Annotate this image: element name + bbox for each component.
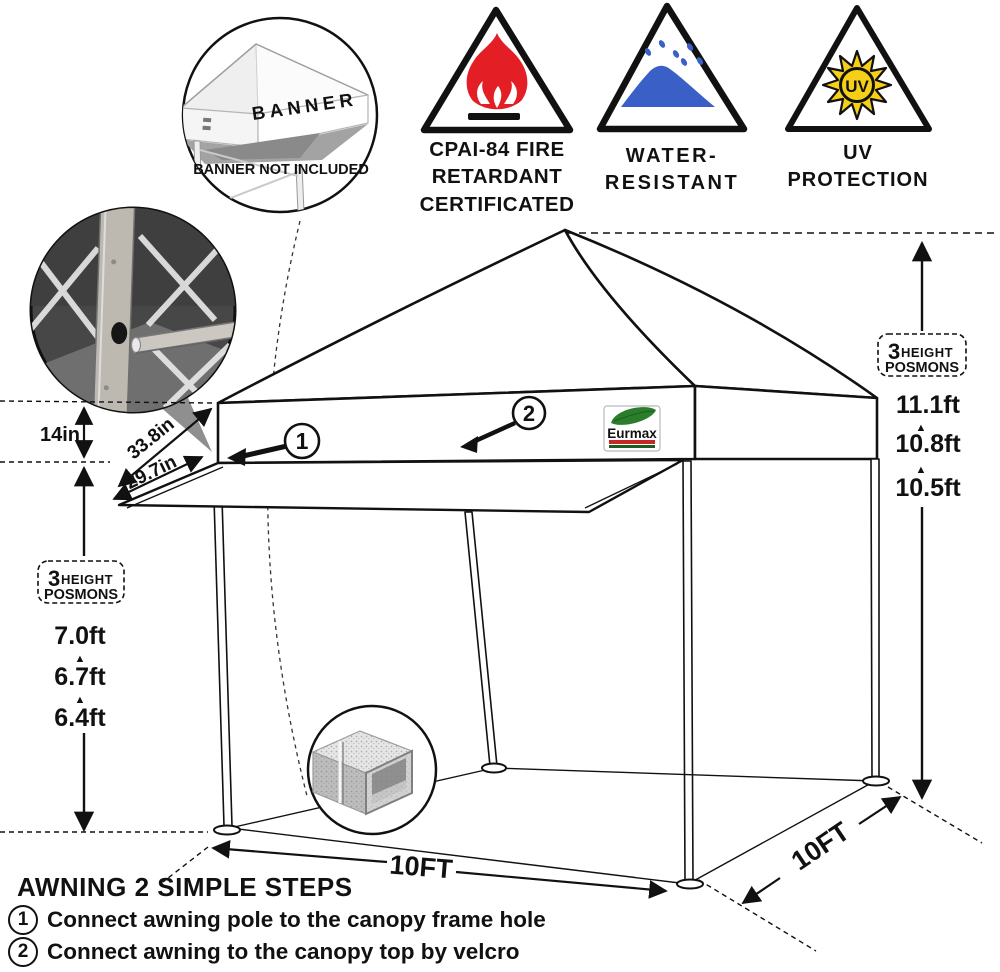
leg-front-right (682, 460, 694, 883)
arrow-29-7in (112, 455, 204, 501)
arrow-width-right (455, 870, 668, 899)
water-mound-icon (621, 65, 715, 107)
banner-inset (181, 16, 379, 214)
banner-note: BANNER NOT INCLUDED (193, 162, 369, 178)
foot-back-left (481, 762, 507, 774)
square-tube-photo (311, 730, 414, 816)
banner-leader-curve (267, 220, 308, 797)
label-14in: 14in (40, 424, 80, 446)
instruction-step-1: 1 Connect awning pole to the canopy fram… (8, 905, 546, 935)
callout-1-num: 1 (296, 428, 309, 454)
callout-circle-2 (511, 395, 547, 431)
step-2-text: Connect awning to the canopy top by velc… (47, 939, 520, 964)
callout-circle-1 (283, 422, 321, 460)
fire-cert-label: CPAI-84 FIRE RETARDANT CERTIFICATED (419, 138, 575, 216)
right-box-line2: POSMONS (885, 360, 959, 376)
left-box-word: HEIGHT (61, 572, 113, 587)
truss-bars (31, 234, 233, 411)
uv-icon-text: UV (845, 77, 869, 96)
right-height-3: 10.5ft (895, 474, 961, 502)
water-resistant-icon (596, 2, 748, 133)
height-positions-right: 3 HEIGHT POSMONS 11.1ft ▲ 10.8ft ▲ 10.5f… (877, 333, 967, 502)
dimension-arrows (73, 240, 933, 905)
left-box-prefix: 3 (48, 566, 60, 591)
up-arrow-glyph: ▲ (916, 422, 927, 434)
height-positions-left: 3 HEIGHT POSMONS 7.0ft ▲ 6.7ft ▲ 6.4ft (37, 560, 125, 732)
up-arrow-glyph: ▲ (75, 653, 86, 665)
left-height-2: 6.7ft (54, 663, 106, 691)
left-height-3: 6.4ft (54, 704, 106, 732)
uv-cert-label: UV PROTECTION (787, 142, 929, 191)
awning-panel (117, 458, 685, 514)
step-1-number: 1 (8, 905, 38, 935)
leg-right (870, 458, 880, 781)
logo-text: Eurmax (607, 426, 657, 441)
eurmax-logo: Eurmax (603, 405, 661, 452)
step-1-text: Connect awning pole to the canopy frame … (47, 907, 546, 932)
up-arrow-glyph: ▲ (916, 464, 927, 476)
velcro-marks (202, 117, 212, 131)
right-height-2: 10.8ft (895, 430, 961, 458)
fire-retardant-icon (420, 6, 574, 134)
valance-right (693, 384, 879, 461)
right-box-word: HEIGHT (901, 345, 953, 360)
tube-inset (306, 704, 438, 836)
instructions-title: AWNING 2 SIMPLE STEPS (17, 872, 353, 902)
foot-right (862, 775, 890, 787)
rain-drops-icon (644, 40, 704, 66)
frame-hole (111, 322, 128, 345)
upright-pole (92, 208, 136, 412)
arrow-depth-left (741, 877, 781, 905)
construction-lines (0, 232, 996, 952)
right-box-prefix: 3 (888, 339, 900, 364)
instruction-step-2: 2 Connect awning to the canopy top by ve… (8, 937, 520, 967)
roof-right-face (563, 228, 879, 400)
right-height-1: 11.1ft (896, 391, 961, 419)
water-cert-label: WATER- RESISTANT (604, 145, 740, 194)
leg-front-left (212, 465, 233, 827)
leg-back-left (464, 511, 498, 767)
frame-hole-inset (29, 206, 237, 414)
canopy-drawing: Eurmax (117, 228, 890, 890)
callout-2-num: 2 (523, 401, 535, 426)
arrow-depth-right (858, 795, 902, 825)
foot-front-right (676, 878, 704, 890)
uv-protection-icon: UV (785, 5, 932, 132)
left-box-line2: POSMONS (44, 587, 118, 603)
awning-edge-right-inner (584, 463, 678, 509)
up-arrow-glyph: ▲ (75, 694, 86, 706)
step-2-number: 2 (8, 937, 38, 967)
label-width-10ft: 10FT (388, 850, 454, 885)
left-height-1: 7.0ft (54, 622, 106, 650)
callout-arrows (227, 420, 516, 466)
foot-front-left (213, 824, 241, 836)
arrow-width-left (211, 840, 388, 864)
